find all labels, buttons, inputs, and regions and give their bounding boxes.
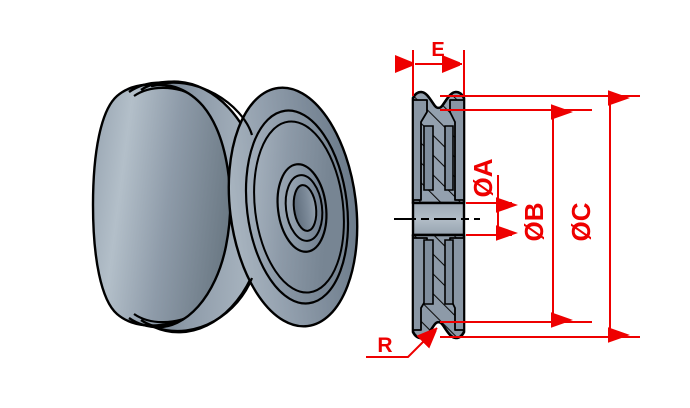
isometric-pulley-view — [91, 80, 359, 334]
dimension-R: R — [366, 328, 437, 358]
dimension-A-label: ØA — [468, 158, 498, 197]
dimension-B-label: ØB — [519, 203, 549, 242]
dimension-C-label: ØC — [566, 202, 596, 241]
dimension-B: ØB — [440, 104, 592, 328]
pulley-seam-lines — [151, 81, 254, 333]
dimension-C: ØC — [440, 90, 640, 343]
dimension-R-label: R — [377, 334, 392, 357]
dimension-E-label: E — [431, 39, 444, 61]
pulley-bore — [292, 184, 318, 232]
section-view — [394, 90, 480, 340]
section-upper-half — [411, 90, 466, 205]
dimension-E: E — [413, 39, 465, 96]
dimension-A: ØA — [466, 158, 518, 241]
dimension-R-leader — [366, 328, 437, 358]
